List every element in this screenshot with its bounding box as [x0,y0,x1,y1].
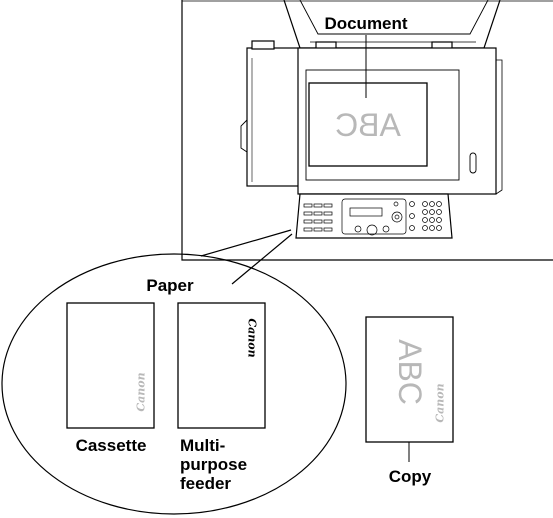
multi-purpose-label-3: feeder [180,474,231,493]
paper-label: Paper [146,276,194,295]
document-sheet [308,82,428,167]
scanner-frame [181,0,553,261]
multi-purpose-feeder-sheet [177,302,266,429]
operation-panel-details [303,198,442,236]
copy-sheet [365,316,454,443]
copy-text: ABC [392,339,428,405]
multi-purpose-label-1: Multi- [180,436,225,455]
document-mirrored-text: ABC [335,107,401,143]
cassette-sheet [66,302,155,429]
cassette-label: Cassette [76,436,147,455]
copy-brand-mark: Canon [434,383,447,422]
copy-label: Copy [389,467,432,486]
paper-callout [1,229,347,515]
cassette-brand-mark: Canon [135,372,148,411]
multi-purpose-brand-mark: Canon [246,318,259,357]
multi-purpose-label-2: purpose [180,455,247,474]
document-label: Document [324,14,407,33]
